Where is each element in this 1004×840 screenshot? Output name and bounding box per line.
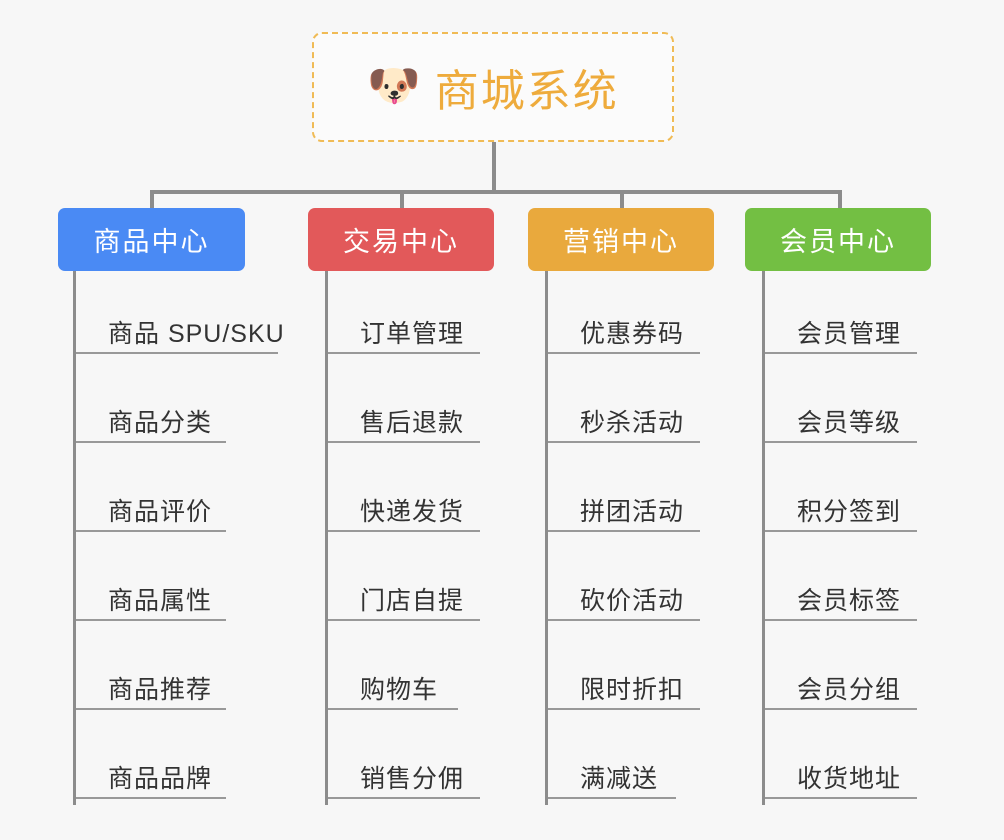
- list-item-rule: [548, 619, 700, 621]
- list-item[interactable]: 收货地址: [765, 716, 981, 805]
- list-item[interactable]: 商品评价: [76, 449, 294, 538]
- list-item[interactable]: 商品属性: [76, 538, 294, 627]
- category-item-list: 订单管理 售后退款 快递发货 门店自提 购物车 销售分佣: [325, 271, 544, 805]
- connector-drop-2: [400, 190, 404, 210]
- list-item-label: 会员管理: [797, 320, 902, 348]
- list-item[interactable]: 会员等级: [765, 360, 981, 449]
- list-item-rule: [765, 708, 917, 710]
- dog-face-icon: 🐶: [367, 61, 421, 110]
- list-item-label: 满减送: [580, 765, 659, 793]
- category-header[interactable]: 营销中心: [528, 208, 714, 271]
- list-item[interactable]: 门店自提: [328, 538, 544, 627]
- list-item-label: 积分签到: [797, 498, 902, 526]
- list-item-rule: [76, 441, 226, 443]
- list-item[interactable]: 快递发货: [328, 449, 544, 538]
- list-item-rule: [765, 619, 917, 621]
- list-item-rule: [76, 352, 278, 354]
- list-item[interactable]: 会员标签: [765, 538, 981, 627]
- list-item-label: 砍价活动: [580, 587, 685, 615]
- category-title: 会员中心: [780, 227, 896, 257]
- list-item-rule: [328, 441, 480, 443]
- list-item-label: 快递发货: [360, 498, 465, 526]
- list-item-rule: [765, 441, 917, 443]
- list-item-rule: [765, 352, 917, 354]
- root-title: 商城系统: [434, 67, 619, 116]
- list-item[interactable]: 商品分类: [76, 360, 294, 449]
- list-item[interactable]: 砍价活动: [548, 538, 764, 627]
- list-item-rule: [765, 797, 917, 799]
- list-item[interactable]: 商品品牌: [76, 716, 294, 805]
- list-item-label: 商品分类: [108, 409, 213, 437]
- list-item-label: 购物车: [360, 676, 439, 704]
- list-item-rule: [328, 619, 480, 621]
- list-item-rule: [76, 530, 226, 532]
- list-item-label: 限时折扣: [580, 676, 685, 704]
- connector-drop-3: [620, 190, 624, 210]
- branch-column: 营销中心 优惠券码 秒杀活动 拼团活动 砍价活动 限时折扣: [528, 208, 764, 805]
- category-title: 营销中心: [563, 227, 679, 257]
- list-item-label: 优惠券码: [580, 320, 685, 348]
- connector-root-stem: [492, 142, 496, 194]
- list-item[interactable]: 商品 SPU/SKU: [76, 271, 294, 360]
- list-item-rule: [548, 797, 676, 799]
- connector-drop-1: [150, 190, 154, 210]
- category-title: 交易中心: [343, 227, 459, 257]
- list-item-label: 商品属性: [108, 587, 213, 615]
- list-item-label: 会员等级: [797, 409, 902, 437]
- list-item[interactable]: 限时折扣: [548, 627, 764, 716]
- connector-drop-4: [838, 190, 842, 210]
- list-item-label: 秒杀活动: [580, 409, 685, 437]
- list-item-label: 商品推荐: [108, 676, 213, 704]
- list-item[interactable]: 会员分组: [765, 627, 981, 716]
- branch-column: 交易中心 订单管理 售后退款 快递发货 门店自提 购物车: [308, 208, 544, 805]
- list-item-rule: [328, 352, 480, 354]
- category-title: 商品中心: [93, 227, 210, 257]
- list-item[interactable]: 优惠券码: [548, 271, 764, 360]
- list-item-label: 门店自提: [360, 587, 465, 615]
- list-item-label: 会员标签: [797, 587, 902, 615]
- list-item-label: 商品 SPU/SKU: [108, 320, 285, 348]
- list-item-rule: [548, 530, 700, 532]
- list-item-label: 拼团活动: [580, 498, 685, 526]
- list-item[interactable]: 商品推荐: [76, 627, 294, 716]
- category-header[interactable]: 会员中心: [745, 208, 931, 271]
- list-item[interactable]: 拼团活动: [548, 449, 764, 538]
- list-item-rule: [76, 797, 226, 799]
- list-item[interactable]: 购物车: [328, 627, 544, 716]
- branch-column: 商品中心 商品 SPU/SKU 商品分类 商品评价 商品属性 商品推荐: [58, 208, 294, 805]
- list-item[interactable]: 满减送: [548, 716, 764, 805]
- list-item-label: 收货地址: [797, 765, 902, 793]
- list-item-rule: [76, 708, 226, 710]
- list-item-rule: [328, 708, 458, 710]
- category-item-list: 商品 SPU/SKU 商品分类 商品评价 商品属性 商品推荐 商品品牌: [73, 271, 294, 805]
- list-item-rule: [548, 441, 700, 443]
- list-item-rule: [548, 708, 700, 710]
- list-item-rule: [328, 530, 480, 532]
- list-item-rule: [765, 530, 917, 532]
- list-item[interactable]: 会员管理: [765, 271, 981, 360]
- list-item[interactable]: 订单管理: [328, 271, 544, 360]
- connector-horizontal-bus: [150, 190, 842, 194]
- category-header[interactable]: 交易中心: [308, 208, 494, 271]
- list-item-rule: [328, 797, 480, 799]
- list-item-rule: [76, 619, 226, 621]
- list-item-label: 商品评价: [108, 498, 213, 526]
- list-item-label: 售后退款: [360, 409, 465, 437]
- list-item-rule: [548, 352, 700, 354]
- branch-column: 会员中心 会员管理 会员等级 积分签到 会员标签 会员分组: [745, 208, 981, 805]
- list-item-label: 销售分佣: [360, 765, 465, 793]
- list-item[interactable]: 秒杀活动: [548, 360, 764, 449]
- root-node[interactable]: 🐶 商城系统: [312, 32, 674, 142]
- category-item-list: 会员管理 会员等级 积分签到 会员标签 会员分组 收货地址: [762, 271, 981, 805]
- list-item[interactable]: 销售分佣: [328, 716, 544, 805]
- list-item[interactable]: 售后退款: [328, 360, 544, 449]
- category-header[interactable]: 商品中心: [58, 208, 245, 271]
- list-item-label: 商品品牌: [108, 765, 213, 793]
- list-item[interactable]: 积分签到: [765, 449, 981, 538]
- list-item-label: 订单管理: [360, 320, 465, 348]
- list-item-label: 会员分组: [797, 676, 902, 704]
- category-item-list: 优惠券码 秒杀活动 拼团活动 砍价活动 限时折扣 满减送: [545, 271, 764, 805]
